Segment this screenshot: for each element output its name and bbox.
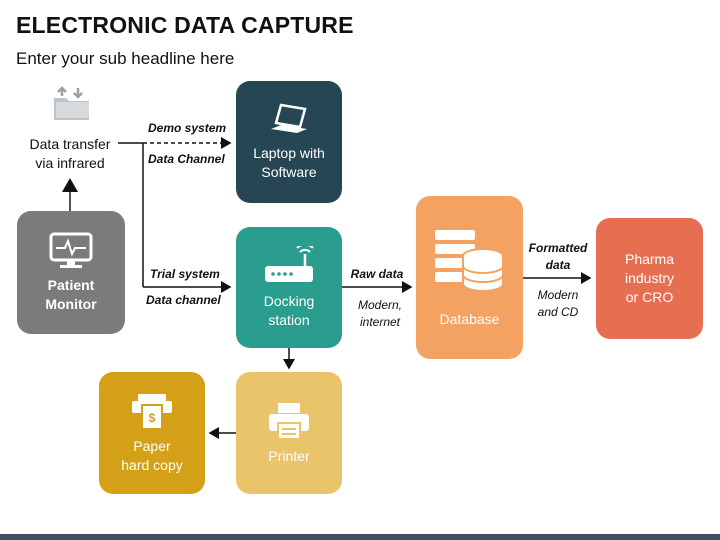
data-transfer-label-line1: Data transfer bbox=[29, 136, 111, 152]
pharma-label-line1: Pharma bbox=[624, 251, 675, 267]
page-subtitle: Enter your sub headline here bbox=[16, 49, 235, 68]
paper-label-line1: Paper bbox=[133, 438, 171, 454]
router-icon bbox=[265, 245, 314, 282]
database-label: Database bbox=[439, 311, 500, 327]
patient-monitor-box: Patient Monitor bbox=[17, 211, 125, 334]
page-title: ELECTRONIC DATA CAPTURE bbox=[16, 12, 354, 38]
database-box: Database bbox=[416, 196, 523, 359]
edge-label-modern-internet-2: internet bbox=[359, 315, 401, 329]
data-transfer-label-line2: via infrared bbox=[35, 155, 105, 171]
monitor-heartbeat-icon bbox=[49, 232, 93, 268]
server-database-icon bbox=[434, 230, 504, 292]
edge-label-demo-system: Demo system bbox=[148, 121, 227, 135]
printer-label: Printer bbox=[268, 447, 310, 464]
edge-label-trial-system: Trial system bbox=[150, 267, 220, 281]
paper-hard-copy-box: $ Paper hard copy bbox=[99, 372, 205, 494]
printer-icon bbox=[269, 402, 309, 440]
edge-label-data-channel-demo: Data Channel bbox=[148, 152, 225, 166]
docking-station-box: Docking station bbox=[236, 227, 342, 348]
printer-box: Printer bbox=[236, 372, 342, 494]
edge-label-formatted-data-2: data bbox=[545, 258, 571, 272]
edge-label-data-channel-trial: Data channel bbox=[146, 293, 221, 307]
pharma-label-line2: industry bbox=[624, 270, 675, 286]
docking-label-line2: station bbox=[268, 311, 310, 328]
edge-label-raw-data: Raw data bbox=[350, 267, 404, 281]
patient-monitor-label-line2: Monitor bbox=[45, 295, 97, 312]
paper-label-line2: hard copy bbox=[121, 457, 183, 473]
edge-label-modern-internet-1: Modern, bbox=[357, 298, 403, 312]
edge-label-modern-cd-1: Modern bbox=[537, 288, 579, 302]
footer-bar bbox=[0, 534, 720, 540]
pharma-box: Pharma industry or CRO bbox=[596, 218, 703, 339]
laptop-label-line2: Software bbox=[261, 164, 317, 180]
pharma-label-line3: or CRO bbox=[625, 289, 674, 305]
svg-text:$: $ bbox=[149, 411, 156, 425]
paper-money-icon: $ bbox=[132, 394, 172, 430]
patient-monitor-label-line1: Patient bbox=[47, 276, 95, 293]
laptop-label-line1: Laptop with bbox=[253, 145, 325, 161]
edge-label-formatted-data-1: Formatted bbox=[528, 241, 588, 255]
folder-transfer-icon bbox=[54, 86, 89, 120]
edge-label-modern-cd-2: and CD bbox=[537, 305, 579, 319]
laptop-box: Laptop with Software bbox=[236, 81, 342, 203]
laptop-icon bbox=[271, 103, 307, 133]
docking-label-line1: Docking bbox=[263, 292, 315, 309]
